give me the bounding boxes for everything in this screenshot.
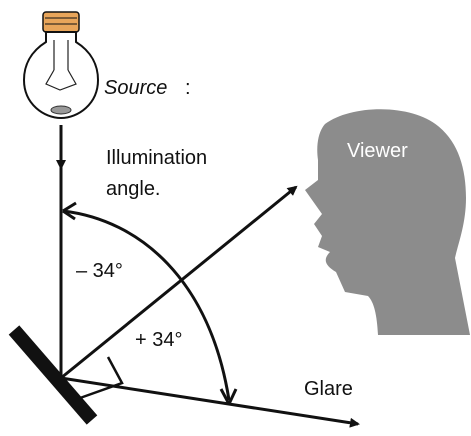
reflecting-surface [8, 325, 98, 425]
viewer-head-silhouette [305, 109, 470, 336]
source-label: Source [104, 77, 167, 99]
light-bulb-icon [22, 11, 100, 120]
angle-arc-end-arrow [219, 388, 238, 405]
illumination-label-line2: angle. [106, 178, 161, 200]
right-angle-marker [79, 356, 124, 400]
source-colon: : [185, 77, 191, 99]
viewer-ray-arrow [60, 185, 298, 380]
glare-label: Glare [304, 378, 353, 400]
angle-arc-start-arrow [62, 201, 77, 221]
minus-34-label: – 34° [76, 260, 123, 282]
glare-ray-arrow [60, 376, 360, 428]
illumination-label-line1: Illumination [106, 147, 207, 169]
viewer-label: Viewer [347, 140, 408, 162]
angle-arc [62, 209, 231, 401]
plus-34-label: + 34° [135, 329, 182, 351]
